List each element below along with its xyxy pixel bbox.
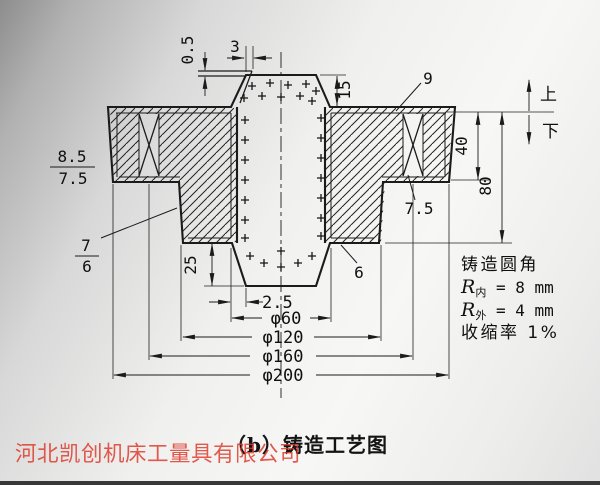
dimension-labels: 0.5 3 9 15 40 80 8.5 7.5 7 6 7.5 6 25 2.… <box>50 36 495 386</box>
label-up: 上 <box>540 85 560 105</box>
dim-dia120: φ120 <box>263 328 304 348</box>
dim-dia160: φ160 <box>263 347 304 367</box>
casting-notes: 铸造圆角 R内 = 8 mm R外 = 4 mm 收缩率 1% <box>460 255 559 343</box>
dim-80: 80 <box>476 176 495 195</box>
dim-top-allowance: 9 <box>423 69 433 88</box>
note-title: 铸造圆角 <box>461 255 539 275</box>
note-shrinkage: 收缩率 1% <box>461 323 559 343</box>
dim-25: 25 <box>181 255 200 274</box>
extension-lines <box>112 46 554 379</box>
bottom-edge-strip <box>0 481 600 485</box>
casting-outline <box>106 73 457 288</box>
dim-top-gap: 0.5 <box>178 36 197 65</box>
dim-side-gap: 3 <box>230 37 240 56</box>
dim-frac-hub-bottom: 6 <box>82 257 92 276</box>
bolt-hole-cast-solid-right <box>402 113 424 177</box>
note-r-inner: R内 = 8 mm <box>460 276 554 299</box>
watermark: 河北凯创机床工量具有限公司 <box>15 442 301 467</box>
dim-dia60: φ60 <box>271 309 302 329</box>
section-hatch <box>110 108 453 242</box>
dimension-lines <box>112 52 505 378</box>
note-r-outer: R外 = 4 mm <box>460 299 554 322</box>
dim-print-height: 15 <box>335 80 354 99</box>
dim-core-taper: 2.5 <box>262 293 293 313</box>
dim-bottom-allowance: 6 <box>354 263 364 282</box>
label-down: 下 <box>542 122 562 142</box>
core-cross-marks <box>240 79 325 271</box>
figure-caption: （b）铸造工艺图 <box>226 433 388 457</box>
dim-frac-hub-top: 7 <box>81 236 91 255</box>
machined-profile-lines <box>116 112 446 239</box>
dim-right-allowance: 7.5 <box>405 199 434 218</box>
leader-lines <box>100 82 422 264</box>
parting-direction-symbol: 上 下 <box>526 78 562 146</box>
dim-dia200: φ200 <box>263 366 304 386</box>
dim-40: 40 <box>452 136 471 155</box>
dim-frac-left-top: 8.5 <box>58 147 87 166</box>
bolt-hole-cast-solid-left <box>138 113 160 177</box>
dim-frac-left-bottom: 7.5 <box>59 169 88 188</box>
